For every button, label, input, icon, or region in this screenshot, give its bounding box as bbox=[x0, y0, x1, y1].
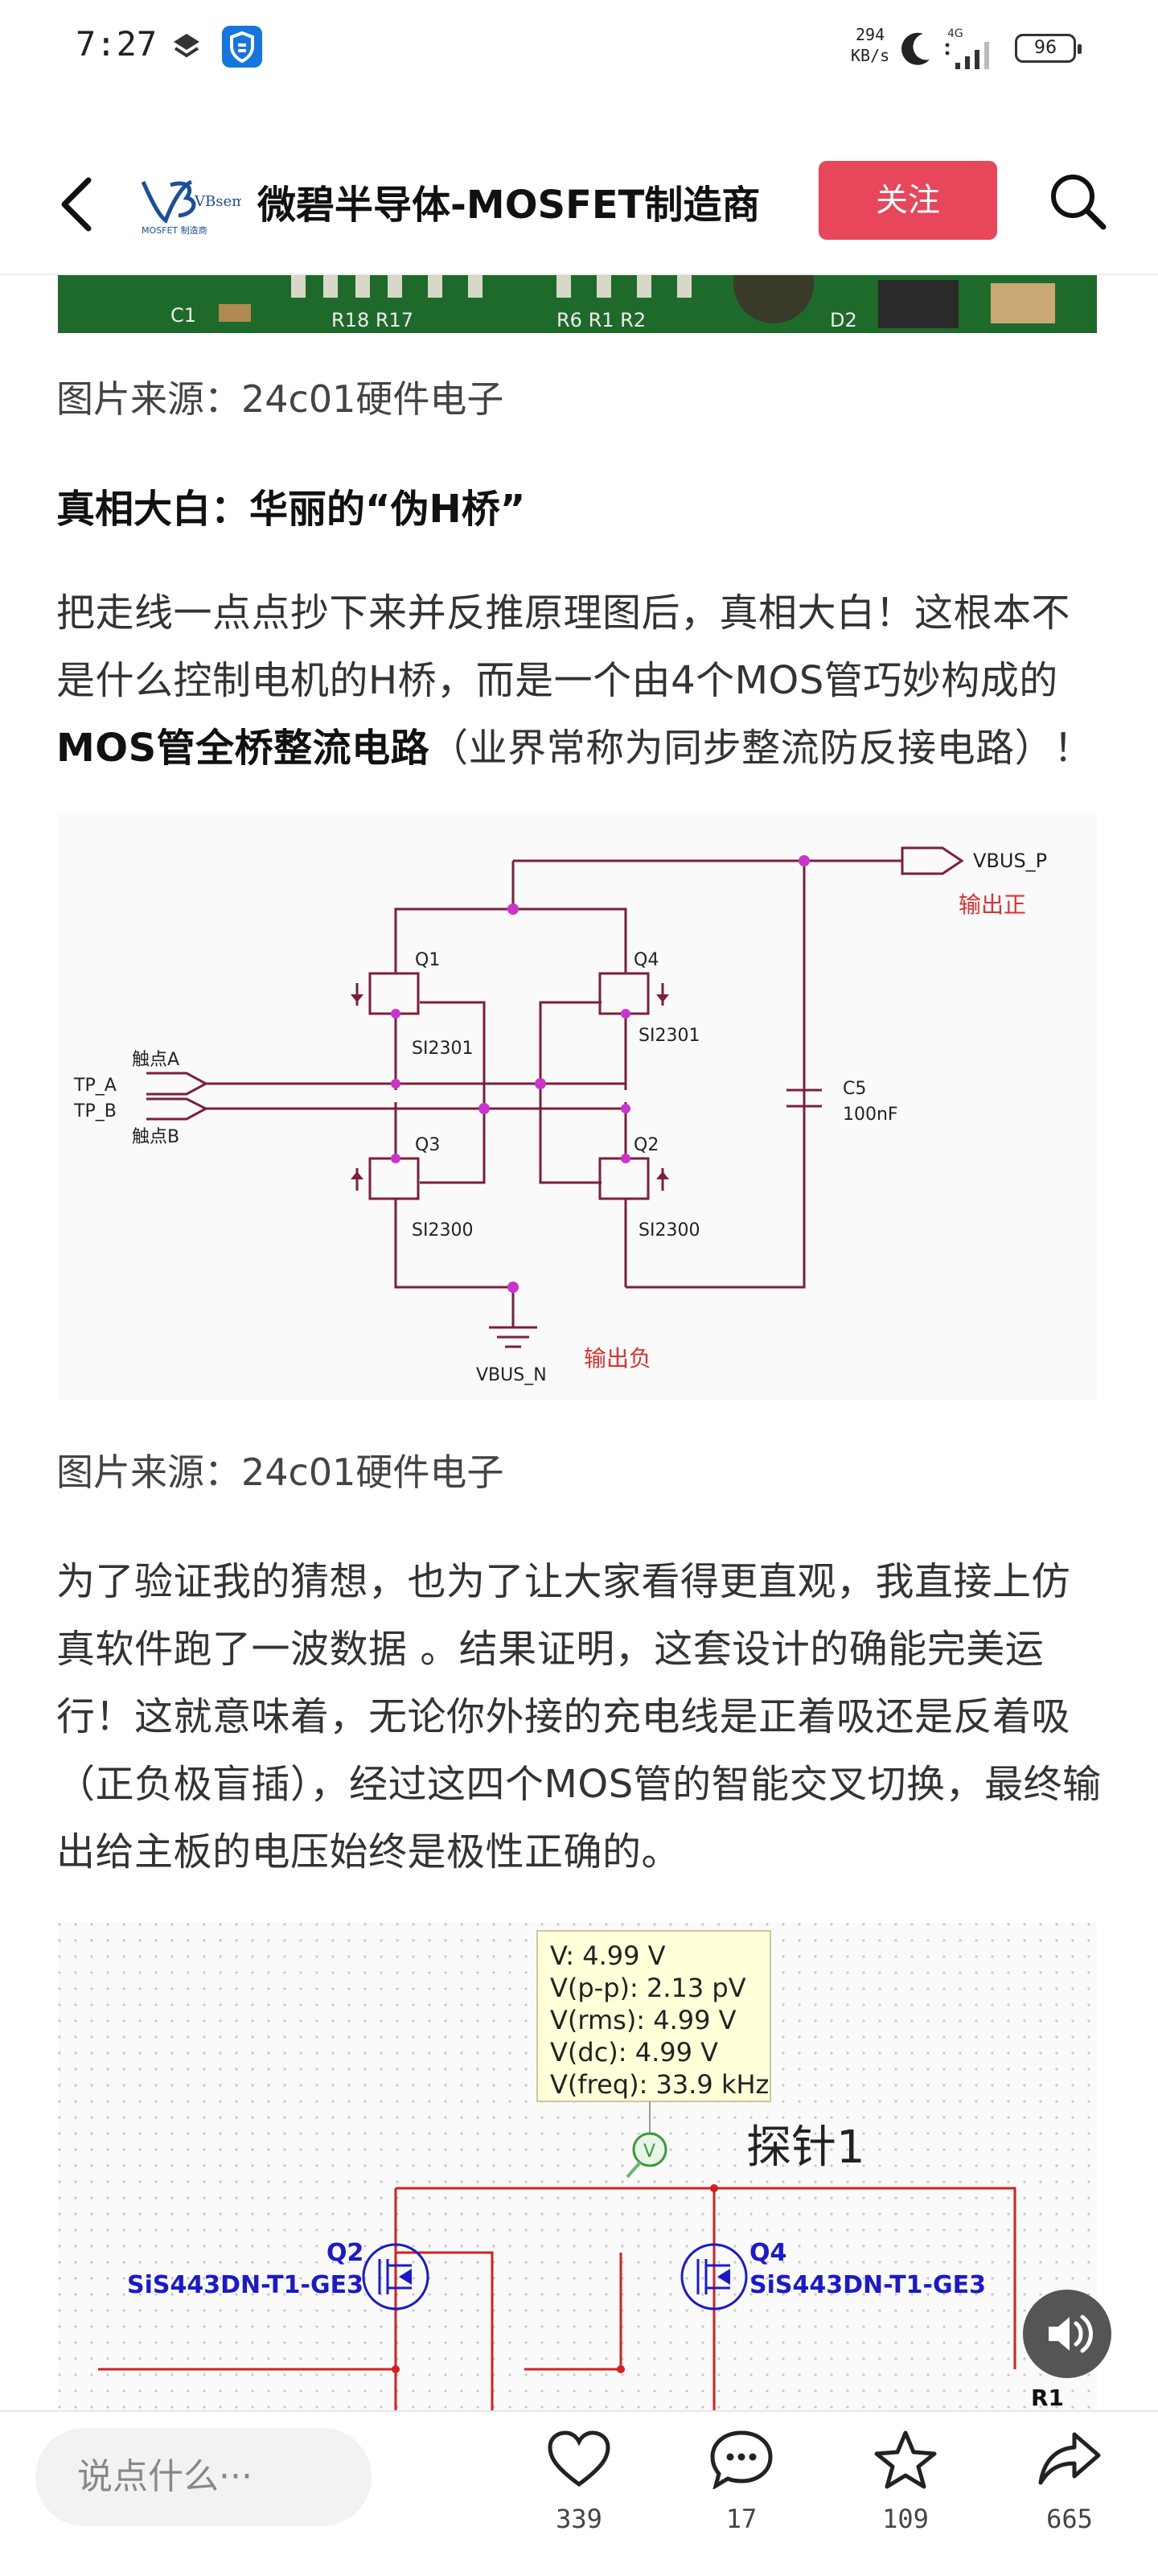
battery-icon: 96 bbox=[1015, 34, 1082, 63]
star-icon bbox=[874, 2430, 937, 2489]
share-button[interactable]: 665 bbox=[1013, 2430, 1126, 2534]
comment-count: 17 bbox=[725, 2504, 758, 2534]
pcb-label-c1: C1 bbox=[170, 304, 196, 327]
readout-vfreq: V(freq): 33.9 kHz bbox=[550, 2069, 769, 2100]
comment-input[interactable]: 说点什么··· bbox=[35, 2428, 372, 2526]
q4-label: Q4 bbox=[749, 2239, 786, 2267]
q2-part-label: SI2300 bbox=[639, 1220, 700, 1241]
article-header: VBsemi MOSFET 制造商 微碧半导体-MOSFET制造商 关注 bbox=[0, 137, 1158, 275]
c5-value-label: 100nF bbox=[843, 1105, 898, 1125]
favorite-count: 109 bbox=[882, 2504, 929, 2534]
logo-subtext: MOSFET 制造商 bbox=[142, 224, 207, 236]
r1-label: R1 bbox=[1031, 2385, 1064, 2411]
contact-a-label: 触点A bbox=[132, 1050, 179, 1070]
readout-voltage: V: 4.99 V bbox=[550, 1940, 666, 1971]
favorite-button[interactable]: 109 bbox=[849, 2430, 962, 2534]
section-heading: 真相大白：华丽的“伪H桥” bbox=[56, 487, 526, 532]
q1-part-label: SI2301 bbox=[412, 1039, 473, 1059]
vbus-n-label: VBUS_N bbox=[476, 1365, 547, 1385]
q2-part-label: SiS443DN-T1-GE3 bbox=[127, 2271, 363, 2299]
moon-icon bbox=[901, 32, 930, 65]
volume-icon bbox=[1049, 2315, 1093, 2353]
share-icon bbox=[1038, 2432, 1101, 2485]
pcb-photo: C1 R18 R17 R6 R1 R2 D2 bbox=[58, 275, 1097, 333]
tp-a-label: TP_A bbox=[73, 1076, 117, 1096]
back-arrow-icon[interactable] bbox=[47, 172, 111, 237]
q4-part-label: SiS443DN-T1-GE3 bbox=[749, 2271, 986, 2299]
status-time: 7:27 bbox=[76, 24, 158, 64]
image-caption-2: 图片来源：24c01硬件电子 bbox=[56, 1451, 504, 1494]
signal-icon bbox=[945, 42, 989, 69]
output-positive-label: 输出正 bbox=[959, 891, 1026, 918]
pcb-label-d2: D2 bbox=[830, 309, 857, 331]
pcb-label-r18-r17: R18 R17 bbox=[331, 309, 413, 331]
probe-symbol: V bbox=[643, 2142, 655, 2162]
paragraph-1: 把走线一点点抄下来并反推原理图后，真相大白！这根本不是什么控制电机的H桥，而是一… bbox=[56, 579, 1102, 782]
heart-icon bbox=[548, 2430, 610, 2488]
q1-label: Q1 bbox=[415, 950, 440, 970]
vbsemi-logo-icon: VBsemi MOSFET 制造商 bbox=[141, 179, 250, 236]
simulation-screenshot: V: 4.99 V V(p-p): 2.13 pV V(rms): 4.99 V… bbox=[58, 1923, 1097, 2413]
readout-vdc: V(dc): 4.99 V bbox=[550, 2037, 718, 2068]
net-speed: 294 KB/s bbox=[851, 24, 889, 66]
network-type: 4G bbox=[947, 27, 963, 40]
paragraph-1-bold: MOS管全桥整流电路 bbox=[56, 726, 430, 771]
pcb-photo-drawing: C1 R18 R17 R6 R1 R2 D2 bbox=[58, 275, 1097, 333]
q3-label: Q3 bbox=[415, 1135, 440, 1155]
shield-app-icon bbox=[222, 26, 262, 68]
q4-part-label: SI2301 bbox=[639, 1026, 700, 1046]
layers-icon bbox=[174, 34, 199, 58]
logo-text: VBsemi bbox=[194, 193, 241, 210]
comment-button[interactable]: 17 bbox=[685, 2430, 798, 2534]
q2-label: Q2 bbox=[326, 2239, 363, 2267]
rectifier-schematic: VBUS_P 输出正 TP_A TP_B 触点A 触点B Q1 Q4 Q3 Q2… bbox=[58, 813, 1097, 1400]
image-caption-1: 图片来源：24c01硬件电子 bbox=[56, 377, 504, 421]
status-bar: 7:27 294 KB/s 4G 96 bbox=[0, 0, 1158, 98]
probe-label: 探针1 bbox=[746, 2121, 865, 2174]
account-name[interactable]: 微碧半导体-MOSFET制造商 bbox=[257, 183, 761, 228]
paragraph-1-text: 把走线一点点抄下来并反推原理图后，真相大白！这根本不是什么控制电机的H桥，而是一… bbox=[56, 591, 1071, 703]
account-logo[interactable]: VBsemi MOSFET 制造商 bbox=[138, 175, 250, 237]
tp-b-label: TP_B bbox=[73, 1101, 117, 1121]
like-button[interactable]: 339 bbox=[523, 2430, 635, 2534]
net-speed-value: 294 bbox=[856, 25, 885, 44]
contact-b-label: 触点B bbox=[132, 1127, 179, 1147]
audio-toggle-button[interactable] bbox=[1023, 2290, 1111, 2378]
q4-label: Q4 bbox=[634, 950, 659, 970]
pcb-label-r6-r1-r2: R6 R1 R2 bbox=[556, 309, 646, 331]
simulation-drawing: V: 4.99 V V(p-p): 2.13 pV V(rms): 4.99 V… bbox=[58, 1923, 1097, 2413]
paragraph-2: 为了验证我的猜想，也为了让大家看得更直观，我直接上仿真软件跑了一波数据 。结果证… bbox=[56, 1559, 1102, 1874]
search-icon[interactable] bbox=[1045, 169, 1110, 233]
share-count: 665 bbox=[1046, 2504, 1093, 2534]
readout-vpp: V(p-p): 2.13 pV bbox=[550, 1973, 746, 2003]
c5-label: C5 bbox=[843, 1079, 866, 1099]
readout-vrms: V(rms): 4.99 V bbox=[550, 2005, 737, 2035]
output-negative-label: 输出负 bbox=[584, 1345, 651, 1372]
vbus-p-label: VBUS_P bbox=[973, 850, 1047, 872]
q2-label: Q2 bbox=[634, 1135, 659, 1155]
bottom-action-bar: 说点什么··· 339 17 109 665 bbox=[0, 2410, 1158, 2576]
comment-icon bbox=[710, 2430, 773, 2489]
paragraph-1-tail: （业界常称为同步整流防反接电路）！ bbox=[429, 726, 1093, 771]
follow-button[interactable]: 关注 bbox=[819, 161, 997, 240]
rectifier-schematic-drawing: VBUS_P 输出正 TP_A TP_B 触点A 触点B Q1 Q4 Q3 Q2… bbox=[73, 846, 1047, 1385]
q3-part-label: SI2300 bbox=[412, 1220, 473, 1241]
probe-marker bbox=[632, 2132, 667, 2167]
net-speed-unit: KB/s bbox=[851, 46, 890, 65]
like-count: 339 bbox=[556, 2504, 602, 2534]
